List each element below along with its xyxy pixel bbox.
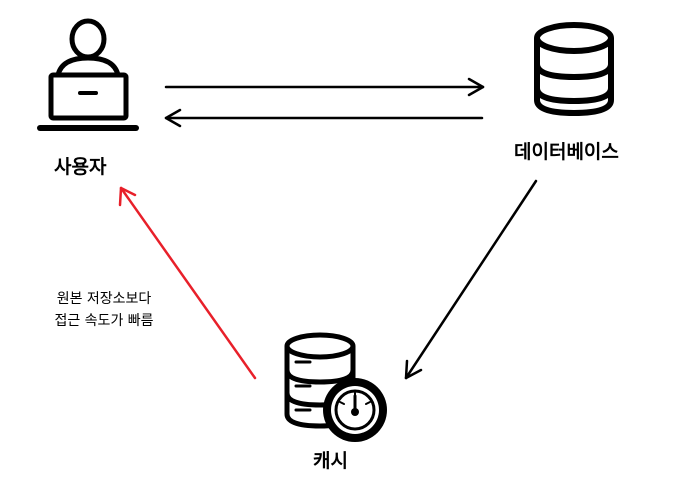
edge-cache-to-user <box>118 186 257 380</box>
user-label: 사용자 <box>54 156 107 178</box>
database-icon <box>534 22 614 117</box>
user-laptop-icon <box>37 18 139 131</box>
cache-server-gauge-icon <box>284 332 387 442</box>
database-label: 데이터베이스 <box>514 141 619 163</box>
cache-label: 캐시 <box>313 450 348 472</box>
edge-database-to-user <box>164 108 484 128</box>
annotation-line-1: 원본 저장소보다 <box>56 291 152 307</box>
edge-database-to-cache <box>404 179 538 380</box>
cache-speed-annotation: 원본 저장소보다 접근 속도가 빠름 <box>20 288 188 332</box>
annotation-line-2: 접근 속도가 빠름 <box>54 313 154 329</box>
edge-user-to-database <box>164 77 485 97</box>
